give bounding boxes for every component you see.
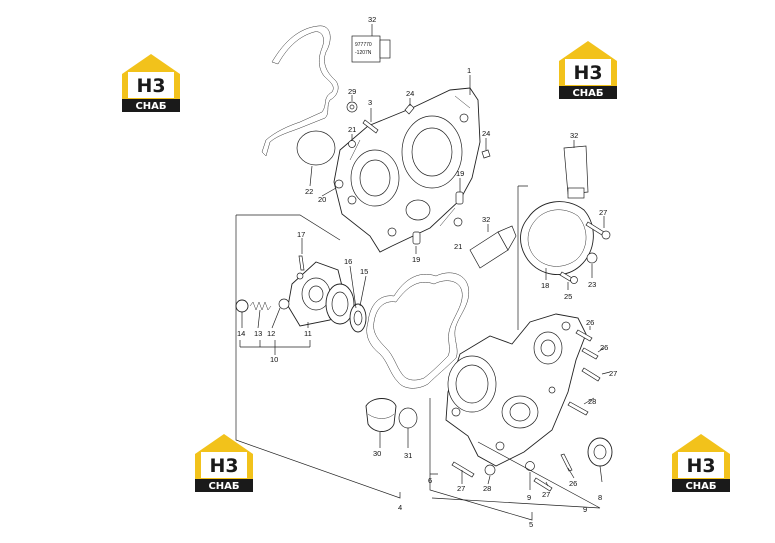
callout-19-b: 19 xyxy=(412,255,420,264)
seal-20 xyxy=(334,179,344,189)
logo-mark: Н3 xyxy=(686,455,715,477)
callout-20: 20 xyxy=(318,195,326,204)
callout-24-b: 24 xyxy=(482,129,490,138)
logo-word: СНАБ xyxy=(135,101,166,112)
bolt-27-right xyxy=(581,367,601,382)
callout-13: 13 xyxy=(254,329,262,338)
callout-21-a: 21 xyxy=(348,125,356,134)
bolt-26-b xyxy=(581,347,599,360)
callout-3: 3 xyxy=(368,98,372,107)
callout-29: 29 xyxy=(348,87,356,96)
callout-27-left: 27 xyxy=(457,484,465,493)
callout-28-right: 28 xyxy=(588,397,596,406)
callout-14: 14 xyxy=(237,329,245,338)
plug-14 xyxy=(235,299,249,313)
callout-1: 1 xyxy=(467,66,471,75)
dowel-19-a xyxy=(455,191,464,205)
sealant-tube-right xyxy=(563,145,589,199)
callout-21-b: 21 xyxy=(454,242,462,251)
logo-word: СНАБ xyxy=(572,88,603,99)
callout-32-top: 32 xyxy=(368,15,376,24)
callout-11: 11 xyxy=(304,329,312,338)
callout-16: 16 xyxy=(344,257,352,266)
callout-32-right: 32 xyxy=(570,131,578,140)
brand-logo-bottom-left: Н3 СНАБ xyxy=(193,432,255,494)
callout-6: 6 xyxy=(428,476,432,485)
bolt-24-a xyxy=(404,103,415,115)
o-ring-31 xyxy=(398,407,418,429)
callout-32-middle: 32 xyxy=(482,215,490,224)
dowel-19-b xyxy=(412,231,421,245)
spring-13 xyxy=(249,301,272,311)
brand-logo-top-left: Н3 СНАБ xyxy=(120,52,182,114)
leader-lines xyxy=(235,24,611,521)
bolt-26-bottom xyxy=(560,453,573,472)
callout-18: 18 xyxy=(541,281,549,290)
bolt-27-bottom xyxy=(533,477,553,492)
callout-5: 5 xyxy=(529,520,533,529)
callout-9-a: 9 xyxy=(527,493,531,502)
callout-24-a: 24 xyxy=(406,89,414,98)
washer-23 xyxy=(586,252,598,264)
callout-25: 25 xyxy=(564,292,572,301)
callout-26-a: 26 xyxy=(586,318,594,327)
bolt-24-b xyxy=(481,149,491,159)
callout-26-c: 26 xyxy=(569,479,577,488)
callout-27-bottom: 27 xyxy=(542,490,550,499)
callout-19-a: 19 xyxy=(456,169,464,178)
seal-21-lower xyxy=(453,217,463,227)
callout-9-b: 9 xyxy=(583,505,587,514)
callout-10: 10 xyxy=(270,355,278,364)
o-ring-22 xyxy=(296,130,336,166)
callout-31: 31 xyxy=(404,451,412,460)
rotor-15 xyxy=(325,283,355,325)
callout-28-bottom: 28 xyxy=(483,484,491,493)
lower-gasket xyxy=(366,272,470,389)
plug-9 xyxy=(525,461,535,471)
bolt-17 xyxy=(298,255,305,271)
bolt-25 xyxy=(559,271,573,282)
oil-seal-8 xyxy=(587,437,613,467)
cap-30 xyxy=(365,398,397,432)
valve-12 xyxy=(278,298,290,310)
lower-timing-housing xyxy=(445,313,587,467)
logo-mark: Н3 xyxy=(573,62,602,84)
brand-logo-bottom-right: Н3 СНАБ xyxy=(670,432,732,494)
sealant-tube-middle xyxy=(469,225,517,269)
callout-26-b: 26 xyxy=(600,343,608,352)
bolt-28-right xyxy=(567,401,589,416)
bolt-26-a xyxy=(575,329,593,342)
logo-mark: Н3 xyxy=(209,455,238,477)
stud-3 xyxy=(362,119,379,134)
logo-mark: Н3 xyxy=(136,75,165,97)
sealant-tube-top: 977770 -1207N xyxy=(351,35,391,63)
callout-12: 12 xyxy=(267,329,275,338)
callout-17: 17 xyxy=(297,230,305,239)
tube-label-line2: -1207N xyxy=(355,50,372,56)
brand-logo-top-right: Н3 СНАБ xyxy=(557,39,619,101)
callout-22: 22 xyxy=(305,187,313,196)
logo-word: СНАБ xyxy=(685,481,716,492)
callout-27-top: 27 xyxy=(599,208,607,217)
callout-labels: 32 1 29 3 24 21 24 32 19 22 20 27 32 21 … xyxy=(237,15,617,529)
cover-plate-18 xyxy=(520,201,594,275)
callout-15: 15 xyxy=(360,267,368,276)
callout-4: 4 xyxy=(398,503,402,512)
upper-gasket xyxy=(261,25,339,157)
callout-27-right: 27 xyxy=(609,369,617,378)
callout-30: 30 xyxy=(373,449,381,458)
rotor-16 xyxy=(349,303,367,333)
seal-21-upper xyxy=(348,140,356,148)
callout-8: 8 xyxy=(598,493,602,502)
bolt-27-left xyxy=(451,461,475,478)
washer-28-bottom xyxy=(484,464,496,476)
callout-23: 23 xyxy=(588,280,596,289)
logo-word: СНАБ xyxy=(208,481,239,492)
tube-label-line1: 977770 xyxy=(355,42,372,48)
